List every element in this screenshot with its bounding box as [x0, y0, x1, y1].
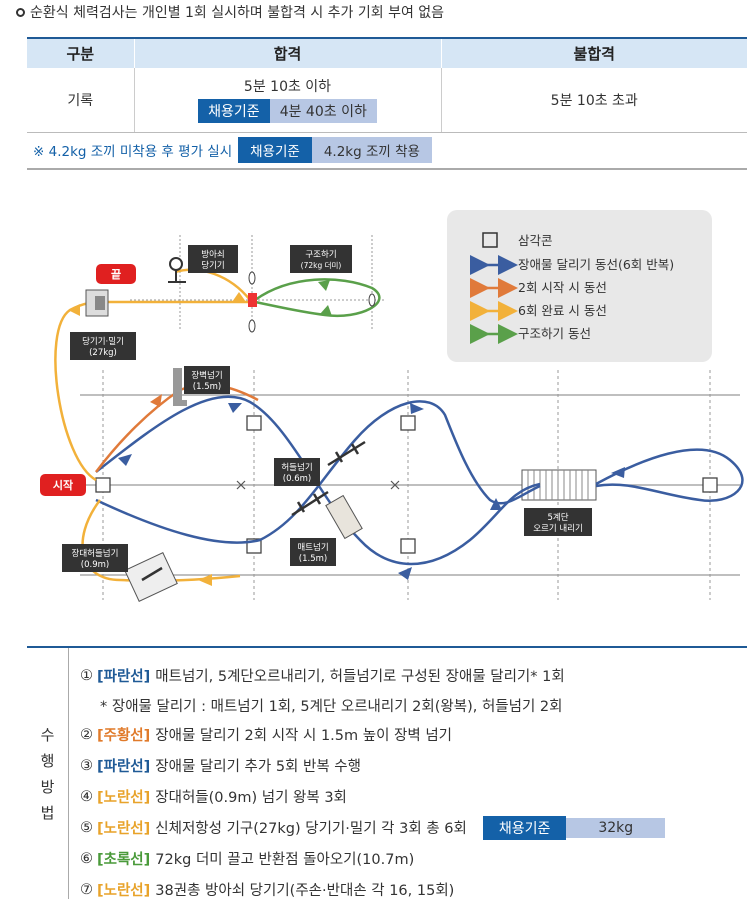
wall-label-1: 장벽넘기: [191, 370, 222, 381]
row-label: 기록: [27, 68, 134, 133]
orange-arrow: [150, 394, 162, 407]
fail-value: 5분 10초 초과: [440, 68, 747, 133]
yellow-route: [54, 268, 251, 583]
method-char: 법: [40, 803, 55, 822]
label-rescue: 구조하기 (72kg 더미): [290, 245, 352, 273]
dummy-marker: [248, 293, 257, 307]
longhurdle-label-1: 장대허들넘기: [72, 548, 119, 559]
divider: [27, 168, 747, 170]
stairs: [521, 469, 597, 501]
method-steps: ① [파란선] 매트넘기, 5계단오르내리기, 허들넘기로 구성된 장애물 달리…: [80, 660, 666, 899]
header-fail: 불합격: [440, 37, 747, 68]
x-marks: [236, 480, 400, 490]
trigger-device: [168, 257, 186, 283]
method-char: 행: [40, 751, 55, 770]
label-mat: 매트넘기 (1.5m): [290, 538, 336, 566]
top-note: 순환식 체력검사는 개인별 1회 실시하며 불합격 시 추가 기회 부여 없음: [16, 2, 444, 22]
step5-criteria-badge: 채용기준: [482, 815, 567, 840]
hurdles: [291, 440, 366, 517]
list-item: ④ [노란선] 장대허들(0.9m) 넘기 왕복 3회: [80, 788, 347, 807]
label-pushpull: 당기기·밀기 (27kg): [70, 332, 136, 360]
list-item: ⑥ [초록선] 72kg 더미 끌고 반환점 돌아오기(10.7m): [80, 850, 415, 869]
list-item: ① [파란선] 매트넘기, 5계단오르내리기, 허들넘기로 구성된 장애물 달리…: [80, 667, 565, 686]
label-trigger: 방아쇠 당기기: [188, 245, 238, 273]
list-item: ③ [파란선] 장애물 달리기 추가 5회 반복 수행: [80, 757, 361, 776]
hiring-criteria-value: 4분 40초 이하: [269, 99, 377, 124]
label-stairs: 5계단 오르기 내리기: [524, 508, 592, 536]
upper-markers: [248, 271, 376, 333]
top-note-text: 순환식 체력검사는 개인별 1회 실시하며 불합격 시 추가 기회 부여 없음: [30, 5, 445, 21]
green-route: [254, 278, 381, 318]
cone-icon: [246, 415, 262, 431]
wall: [173, 368, 187, 406]
course-diagram: 삼각콘 장애물 달리기 동선(6회 반복) 2회 시작 시 동선 6회 완료 시…: [40, 210, 744, 602]
vest-note-text: ※ 4.2kg 조끼 미착용 후 평가 실시: [33, 144, 233, 160]
rescue-label-1: 구조하기: [305, 249, 336, 260]
vest-criteria-badge: 채용기준: [238, 137, 312, 163]
trigger-label-2: 당기기: [201, 260, 224, 271]
label-longhurdle: 장대허들넘기 (0.9m): [62, 544, 128, 572]
ring-bullet-icon: [16, 7, 25, 17]
legend-cone: 삼각콘: [518, 233, 553, 248]
longhurdle-label-2: (0.9m): [81, 560, 109, 570]
upper-grid: [130, 235, 385, 330]
end-label: 끝: [111, 268, 121, 281]
vest-criteria-value: 4.2kg 조끼 착용: [311, 137, 432, 163]
header-pass: 합격: [133, 37, 441, 68]
cone-icon: [95, 477, 111, 493]
pushpull-label-2: (27kg): [89, 348, 117, 358]
hurdle-label-1: 허들넘기: [281, 462, 312, 473]
method-divider: [27, 646, 747, 648]
cone-icon: [400, 538, 416, 554]
legend-orange: 2회 시작 시 동선: [518, 280, 607, 295]
end-badge: 끝: [96, 264, 136, 284]
legend: 삼각콘 장애물 달리기 동선(6회 반복) 2회 시작 시 동선 6회 완료 시…: [447, 210, 712, 362]
step5-criteria-value: 32kg: [566, 817, 666, 838]
long-hurdle: [124, 552, 178, 602]
method-label: 수 행 방 법: [27, 648, 69, 899]
blue-route: [95, 395, 744, 566]
start-badge: 시작: [40, 474, 86, 496]
stairs-label-2: 오르기 내리기: [533, 524, 583, 534]
pushpull-label-1: 당기기·밀기: [82, 336, 124, 347]
mat-label-2: (1.5m): [299, 554, 327, 564]
label-wall: 장벽넘기 (1.5m): [184, 366, 230, 394]
cone-icon: [482, 232, 498, 248]
table-header-row: 구분 합격 불합격: [27, 37, 747, 68]
stairs-label-1: 5계단: [547, 512, 568, 523]
method-char: 방: [40, 777, 55, 796]
list-item: ② [주황선] 장애물 달리기 2회 시작 시 1.5m 높이 장벽 넘기: [80, 726, 453, 745]
header-category: 구분: [27, 37, 134, 68]
yellow-arrows: [68, 292, 246, 586]
pushpull-machine: [85, 289, 109, 317]
mat: [325, 494, 363, 540]
start-label: 시작: [53, 478, 73, 492]
legend-green: 구조하기 동선: [518, 326, 591, 341]
rescue-label-2: (72kg 더미): [301, 261, 342, 270]
label-hurdle: 허들넘기 (0.6m): [274, 458, 320, 486]
hurdle-label-2: (0.6m): [283, 474, 311, 484]
wall-label-2: (1.5m): [193, 382, 221, 392]
cone-icon: [702, 477, 718, 493]
list-item: ⑦ [노란선] 38권총 방아쇠 당기기(주손·반대손 각 16, 15회): [80, 881, 455, 899]
trigger-label-1: 방아쇠: [201, 249, 224, 260]
green-arrows: [318, 280, 332, 316]
hiring-criteria-badge: 채용기준: [198, 99, 270, 124]
legend-yellow: 6회 완료 시 동선: [518, 303, 607, 318]
list-item: ⑤ [노란선] 신체저항성 기구(27kg) 당기기·밀기 각 3회 총 6회 …: [80, 812, 666, 843]
legend-blue: 장애물 달리기 동선(6회 반복): [518, 257, 674, 272]
cone-icon: [400, 415, 416, 431]
blue-arrows: [118, 403, 625, 580]
pass-value: 5분 10초 이하: [243, 79, 332, 96]
method-char: 수: [40, 725, 55, 744]
list-item-note: * 장애물 달리기 : 매트넘기 1회, 5계단 오르내리기 2회(왕복), 허…: [100, 698, 563, 715]
mat-label-1: 매트넘기: [297, 542, 328, 553]
